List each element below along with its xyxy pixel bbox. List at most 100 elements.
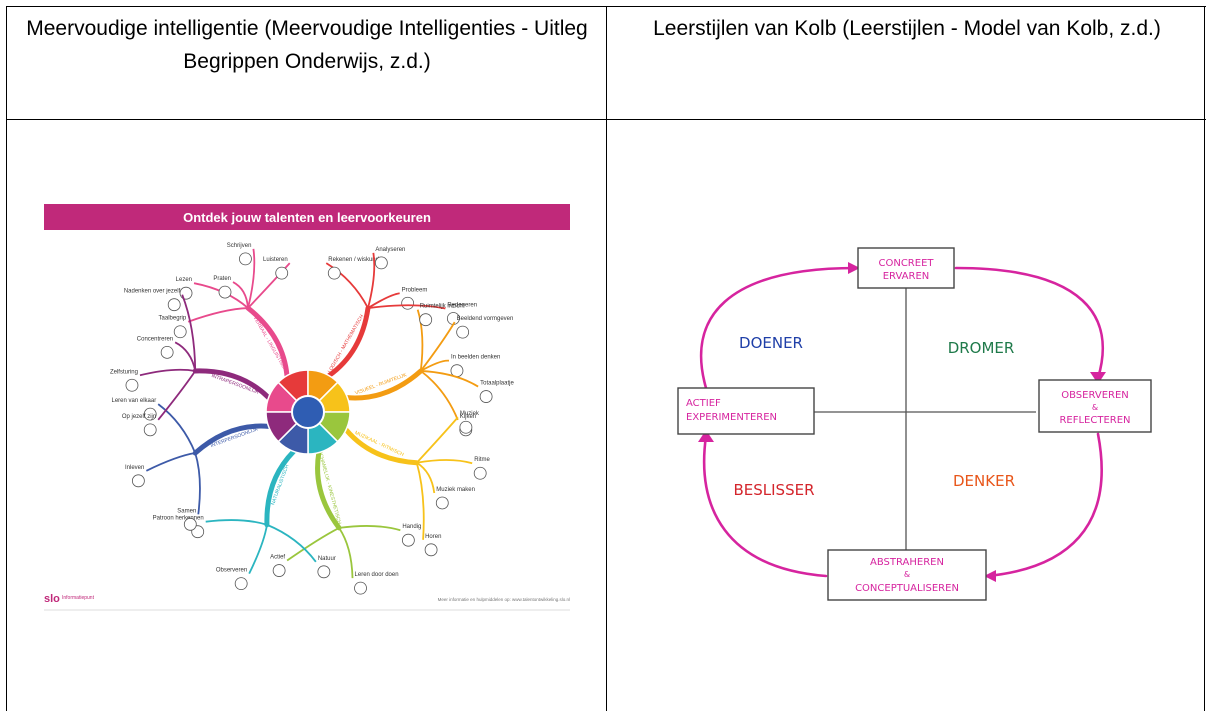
table-border-left <box>6 6 7 711</box>
branch-line <box>264 448 297 528</box>
multiple-intelligences-mindmap: Ontdek jouw talenten en leervoorkeuren V… <box>36 202 576 612</box>
mindmap-footer-link[interactable]: Meer informatie en hulpmiddelen op: www.… <box>438 597 570 602</box>
branch-item-label: Samen <box>177 508 196 514</box>
sub-branch-line <box>420 370 459 421</box>
branch-item-label: Analyseren <box>375 247 405 253</box>
table-border-top <box>6 6 1206 7</box>
mindmap-center-wheel <box>265 369 351 455</box>
sub-branch-line <box>205 519 268 526</box>
kolb-style-dromer: DROMER <box>948 339 1015 357</box>
item-illustration-icon <box>473 466 487 480</box>
branch-item-label: Beeldend vormgeven <box>457 316 514 322</box>
kolb-arrowhead-left <box>698 430 714 442</box>
sub-branch-line <box>247 248 256 309</box>
item-illustration-icon <box>160 345 174 359</box>
branch-item-label: Horen <box>425 534 441 540</box>
branch-item-label: Natuur <box>318 556 336 562</box>
branch-item-label: Taalbegrip <box>159 316 187 322</box>
sub-branch-line <box>416 416 459 464</box>
kolb-stage-amp2: & <box>904 570 910 579</box>
table-border-right <box>1204 6 1205 711</box>
sub-branch-line <box>325 262 369 309</box>
branch-item-label: Leren van elkaar <box>112 398 157 404</box>
kolb-stage-concreet-ervaren: CONCREET <box>878 258 934 269</box>
branch-item-label: Zelfsturing <box>110 369 138 375</box>
item-illustration-icon <box>424 543 438 557</box>
item-illustration-icon <box>272 564 286 577</box>
sub-branch-line <box>420 370 479 388</box>
branch-item-label: Op jezelf zijn <box>122 414 156 420</box>
sub-branch-line <box>181 294 197 371</box>
sub-branch-line <box>247 262 291 309</box>
item-illustration-icon <box>143 423 157 437</box>
brain-icon <box>291 395 325 429</box>
sub-branch-line <box>416 459 473 465</box>
kolb-cycle-diagram: CONCREET ERVAREN OBSERVEREN & REFLECTERE… <box>666 238 1166 608</box>
sub-branch-line <box>248 524 268 575</box>
table-header-divider <box>6 119 1206 120</box>
item-illustration-icon <box>401 296 415 310</box>
mindmap-banner-title: Ontdek jouw talenten en leervoorkeuren <box>183 210 431 225</box>
branch-item-label: In beelden denken <box>451 355 500 361</box>
branch-line <box>326 305 371 379</box>
column-header-kolb: Leerstijlen van Kolb (Leerstijlen - Mode… <box>653 17 1161 40</box>
kolb-arrow-bottom-left <box>702 434 828 578</box>
kolb-style-beslisser: BESLISSER <box>733 481 814 499</box>
slo-logo: slo <box>44 593 60 605</box>
sub-branch-line <box>187 307 249 323</box>
sub-branch-line <box>139 368 196 377</box>
item-illustration-icon <box>479 390 493 403</box>
sub-branch-line <box>416 461 436 494</box>
branch-line <box>192 368 272 401</box>
kolb-style-denker: DENKER <box>953 472 1015 490</box>
item-illustration-icon <box>275 266 289 280</box>
branch-line <box>192 423 272 456</box>
kolb-stage-actief: ACTIEF <box>686 398 721 409</box>
sub-branch-line <box>367 252 376 309</box>
kolb-box-abstraheren-conceptualiseren <box>827 549 987 601</box>
item-illustration-icon <box>125 378 139 392</box>
sub-branch-line <box>145 452 196 472</box>
kolb-arrow-top-left <box>699 266 858 390</box>
item-illustration-icon <box>317 565 331 579</box>
kolb-stage-experimenteren: EXPERIMENTEREN <box>686 412 777 423</box>
branch-item-label: Probleem <box>402 287 428 293</box>
branch-item-label: Muziek <box>460 411 480 417</box>
mindmap-figure: Ontdek jouw talenten en leervoorkeuren V… <box>44 204 570 611</box>
mindmap-banner <box>44 204 570 230</box>
item-illustration-icon <box>239 252 252 266</box>
sub-branch-line <box>420 321 456 372</box>
sub-branch-line <box>367 304 446 310</box>
sub-branch-line <box>232 281 249 309</box>
kolb-style-doener: DOENER <box>739 334 803 352</box>
branch-item-label: Lezen <box>176 277 192 283</box>
branch-item-label: Schrijven <box>227 243 252 249</box>
item-illustration-icon <box>450 364 464 378</box>
item-illustration-icon <box>183 517 197 531</box>
kolb-box-observeren-reflecteren <box>1038 379 1152 433</box>
item-illustration-icon <box>374 256 388 270</box>
branch-item-label: Muziek maken <box>436 487 475 493</box>
kolb-stage-concreet-ervaren-line2: ERVAREN <box>883 271 930 282</box>
sub-branch-line <box>266 523 317 563</box>
kolb-figure: CONCREET ERVAREN OBSERVEREN & REFLECTERE… <box>677 247 1152 601</box>
sub-branch-line <box>157 403 197 454</box>
branch-name: VERBAAL - LINGUISTISCH <box>252 315 289 372</box>
kolb-stage-amp: & <box>1092 403 1098 412</box>
branch-item-label: Praten <box>213 276 231 282</box>
item-illustration-icon <box>218 285 232 299</box>
column-header-multiple-intelligences: Meervoudige intelligentie (Meervoudige I… <box>26 17 588 73</box>
branch-item-label: Leren door doen <box>355 572 399 578</box>
item-illustration-icon <box>456 325 470 339</box>
branch-item-label: Observeren <box>216 568 247 574</box>
branch-item-label: Handig <box>402 524 421 530</box>
item-illustration-icon <box>401 533 415 547</box>
kolb-stage-abstraheren: ABSTRAHEREN <box>870 557 944 568</box>
branch-item-label: Concentreren <box>137 336 173 342</box>
branch-item-label: Ruimtelijk inzicht <box>420 304 465 310</box>
item-illustration-icon <box>143 407 157 421</box>
sub-branch-line <box>416 309 424 372</box>
sub-branch-line <box>174 341 197 372</box>
branch-item-label: Actief <box>270 555 285 561</box>
branch-item-label: Redeneren <box>447 302 477 308</box>
